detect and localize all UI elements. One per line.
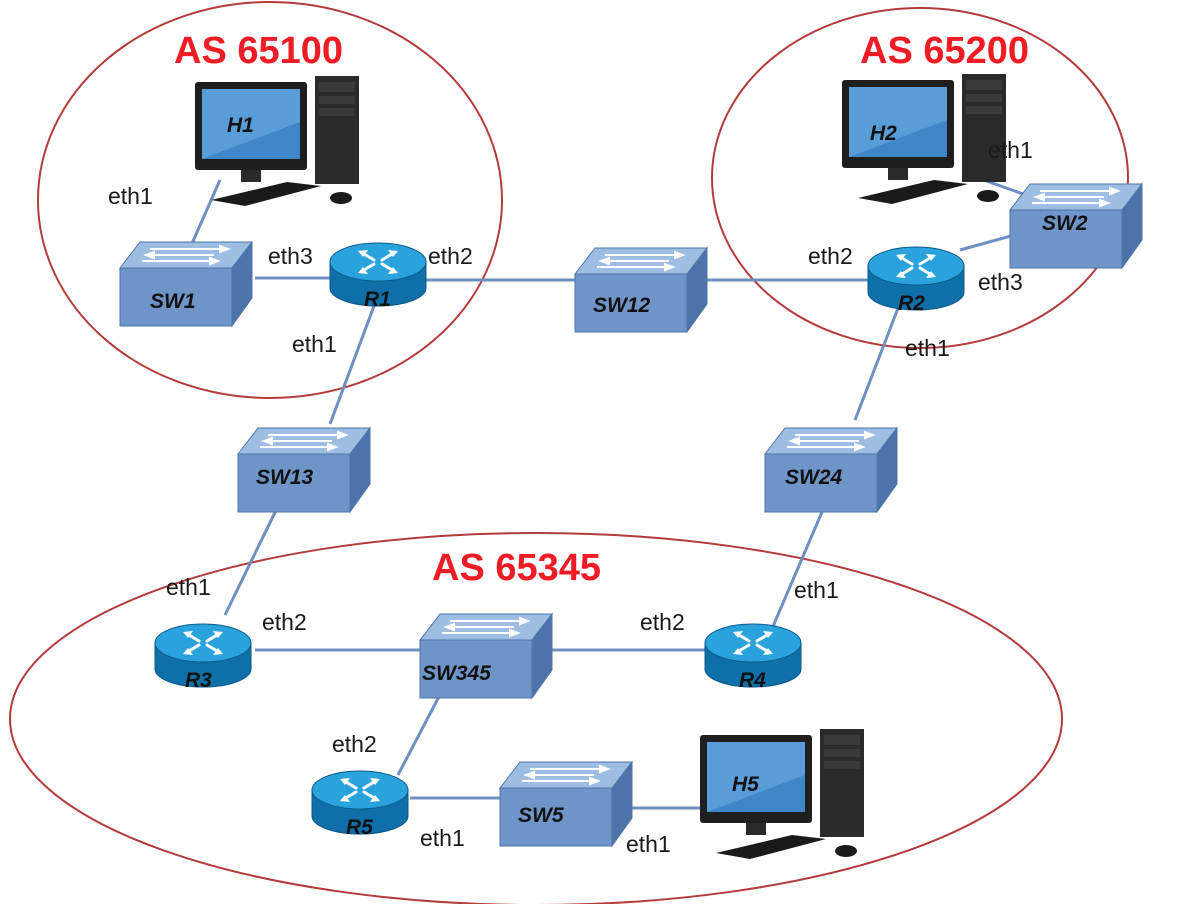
link-sw24-r4 bbox=[763, 497, 830, 646]
port-label-h5-eth1: eth1 bbox=[626, 831, 671, 857]
as-65200-title: AS 65200 bbox=[860, 30, 1029, 72]
link-r1-sw13 bbox=[328, 289, 382, 425]
device-label-sw1: SW1 bbox=[150, 290, 196, 313]
port-label-r1-eth2: eth2 bbox=[428, 243, 473, 269]
host-h1: H1 bbox=[195, 76, 359, 206]
as-65200-boundary bbox=[711, 7, 1129, 349]
as-65345-boundary bbox=[9, 532, 1063, 904]
device-label-r5: R5 bbox=[346, 816, 373, 839]
device-label-sw2: SW2 bbox=[1042, 212, 1088, 235]
port-label-r3-eth1: eth1 bbox=[166, 574, 211, 600]
port-label-r3-eth2: eth2 bbox=[262, 609, 307, 635]
device-label-r4: R4 bbox=[739, 669, 766, 692]
device-label-r2: R2 bbox=[898, 292, 925, 315]
port-label-r4-eth2: eth2 bbox=[640, 609, 685, 635]
switch-sw1: SW1 bbox=[119, 241, 253, 327]
switch-sw345: SW345 bbox=[419, 613, 553, 699]
router-r4: R4 bbox=[703, 622, 803, 692]
device-label-h1: H1 bbox=[227, 114, 254, 137]
port-label-r4-eth1: eth1 bbox=[794, 577, 839, 603]
link-r2-sw24 bbox=[853, 289, 907, 421]
port-label-h1-eth1: eth1 bbox=[108, 183, 153, 209]
device-label-sw5: SW5 bbox=[518, 804, 564, 827]
port-label-r5-eth2: eth2 bbox=[332, 731, 377, 757]
switch-sw24: SW24 bbox=[764, 427, 898, 513]
router-r5: R5 bbox=[310, 769, 410, 839]
router-r2: R2 bbox=[866, 245, 966, 315]
port-label-r2-eth2: eth2 bbox=[808, 243, 853, 269]
device-label-sw24: SW24 bbox=[785, 466, 843, 489]
as-65345-title: AS 65345 bbox=[432, 547, 601, 589]
link-sw13-r3 bbox=[223, 497, 284, 616]
device-label-sw13: SW13 bbox=[256, 466, 314, 489]
router-r3: R3 bbox=[153, 622, 253, 692]
host-h5: H5 bbox=[700, 729, 864, 859]
host-h2: H2 bbox=[842, 74, 1006, 204]
port-label-r5-eth1: eth1 bbox=[420, 825, 465, 851]
device-label-r3: R3 bbox=[185, 669, 212, 692]
as-65100-title: AS 65100 bbox=[174, 30, 343, 72]
device-label-sw345: SW345 bbox=[422, 662, 491, 685]
device-label-r1: R1 bbox=[364, 288, 391, 311]
port-label-r1-eth3: eth3 bbox=[268, 243, 313, 269]
switch-sw12: SW12 bbox=[574, 247, 708, 333]
device-label-h5: H5 bbox=[732, 773, 759, 796]
device-label-sw12: SW12 bbox=[593, 294, 651, 317]
port-label-h2-eth1: eth1 bbox=[988, 137, 1033, 163]
switch-sw13: SW13 bbox=[237, 427, 371, 513]
switch-sw5: SW5 bbox=[499, 761, 633, 847]
switch-sw2: SW2 bbox=[1009, 183, 1143, 269]
as-65100-boundary bbox=[37, 1, 503, 399]
link-h1-sw1 bbox=[188, 179, 222, 249]
port-label-r2-eth3: eth3 bbox=[978, 269, 1023, 295]
link-sw345-r5 bbox=[396, 684, 447, 776]
port-label-r2-eth1: eth1 bbox=[905, 335, 950, 361]
port-label-r1-eth1: eth1 bbox=[292, 331, 337, 357]
router-r1: R1 bbox=[328, 241, 428, 311]
device-label-h2: H2 bbox=[870, 122, 897, 145]
